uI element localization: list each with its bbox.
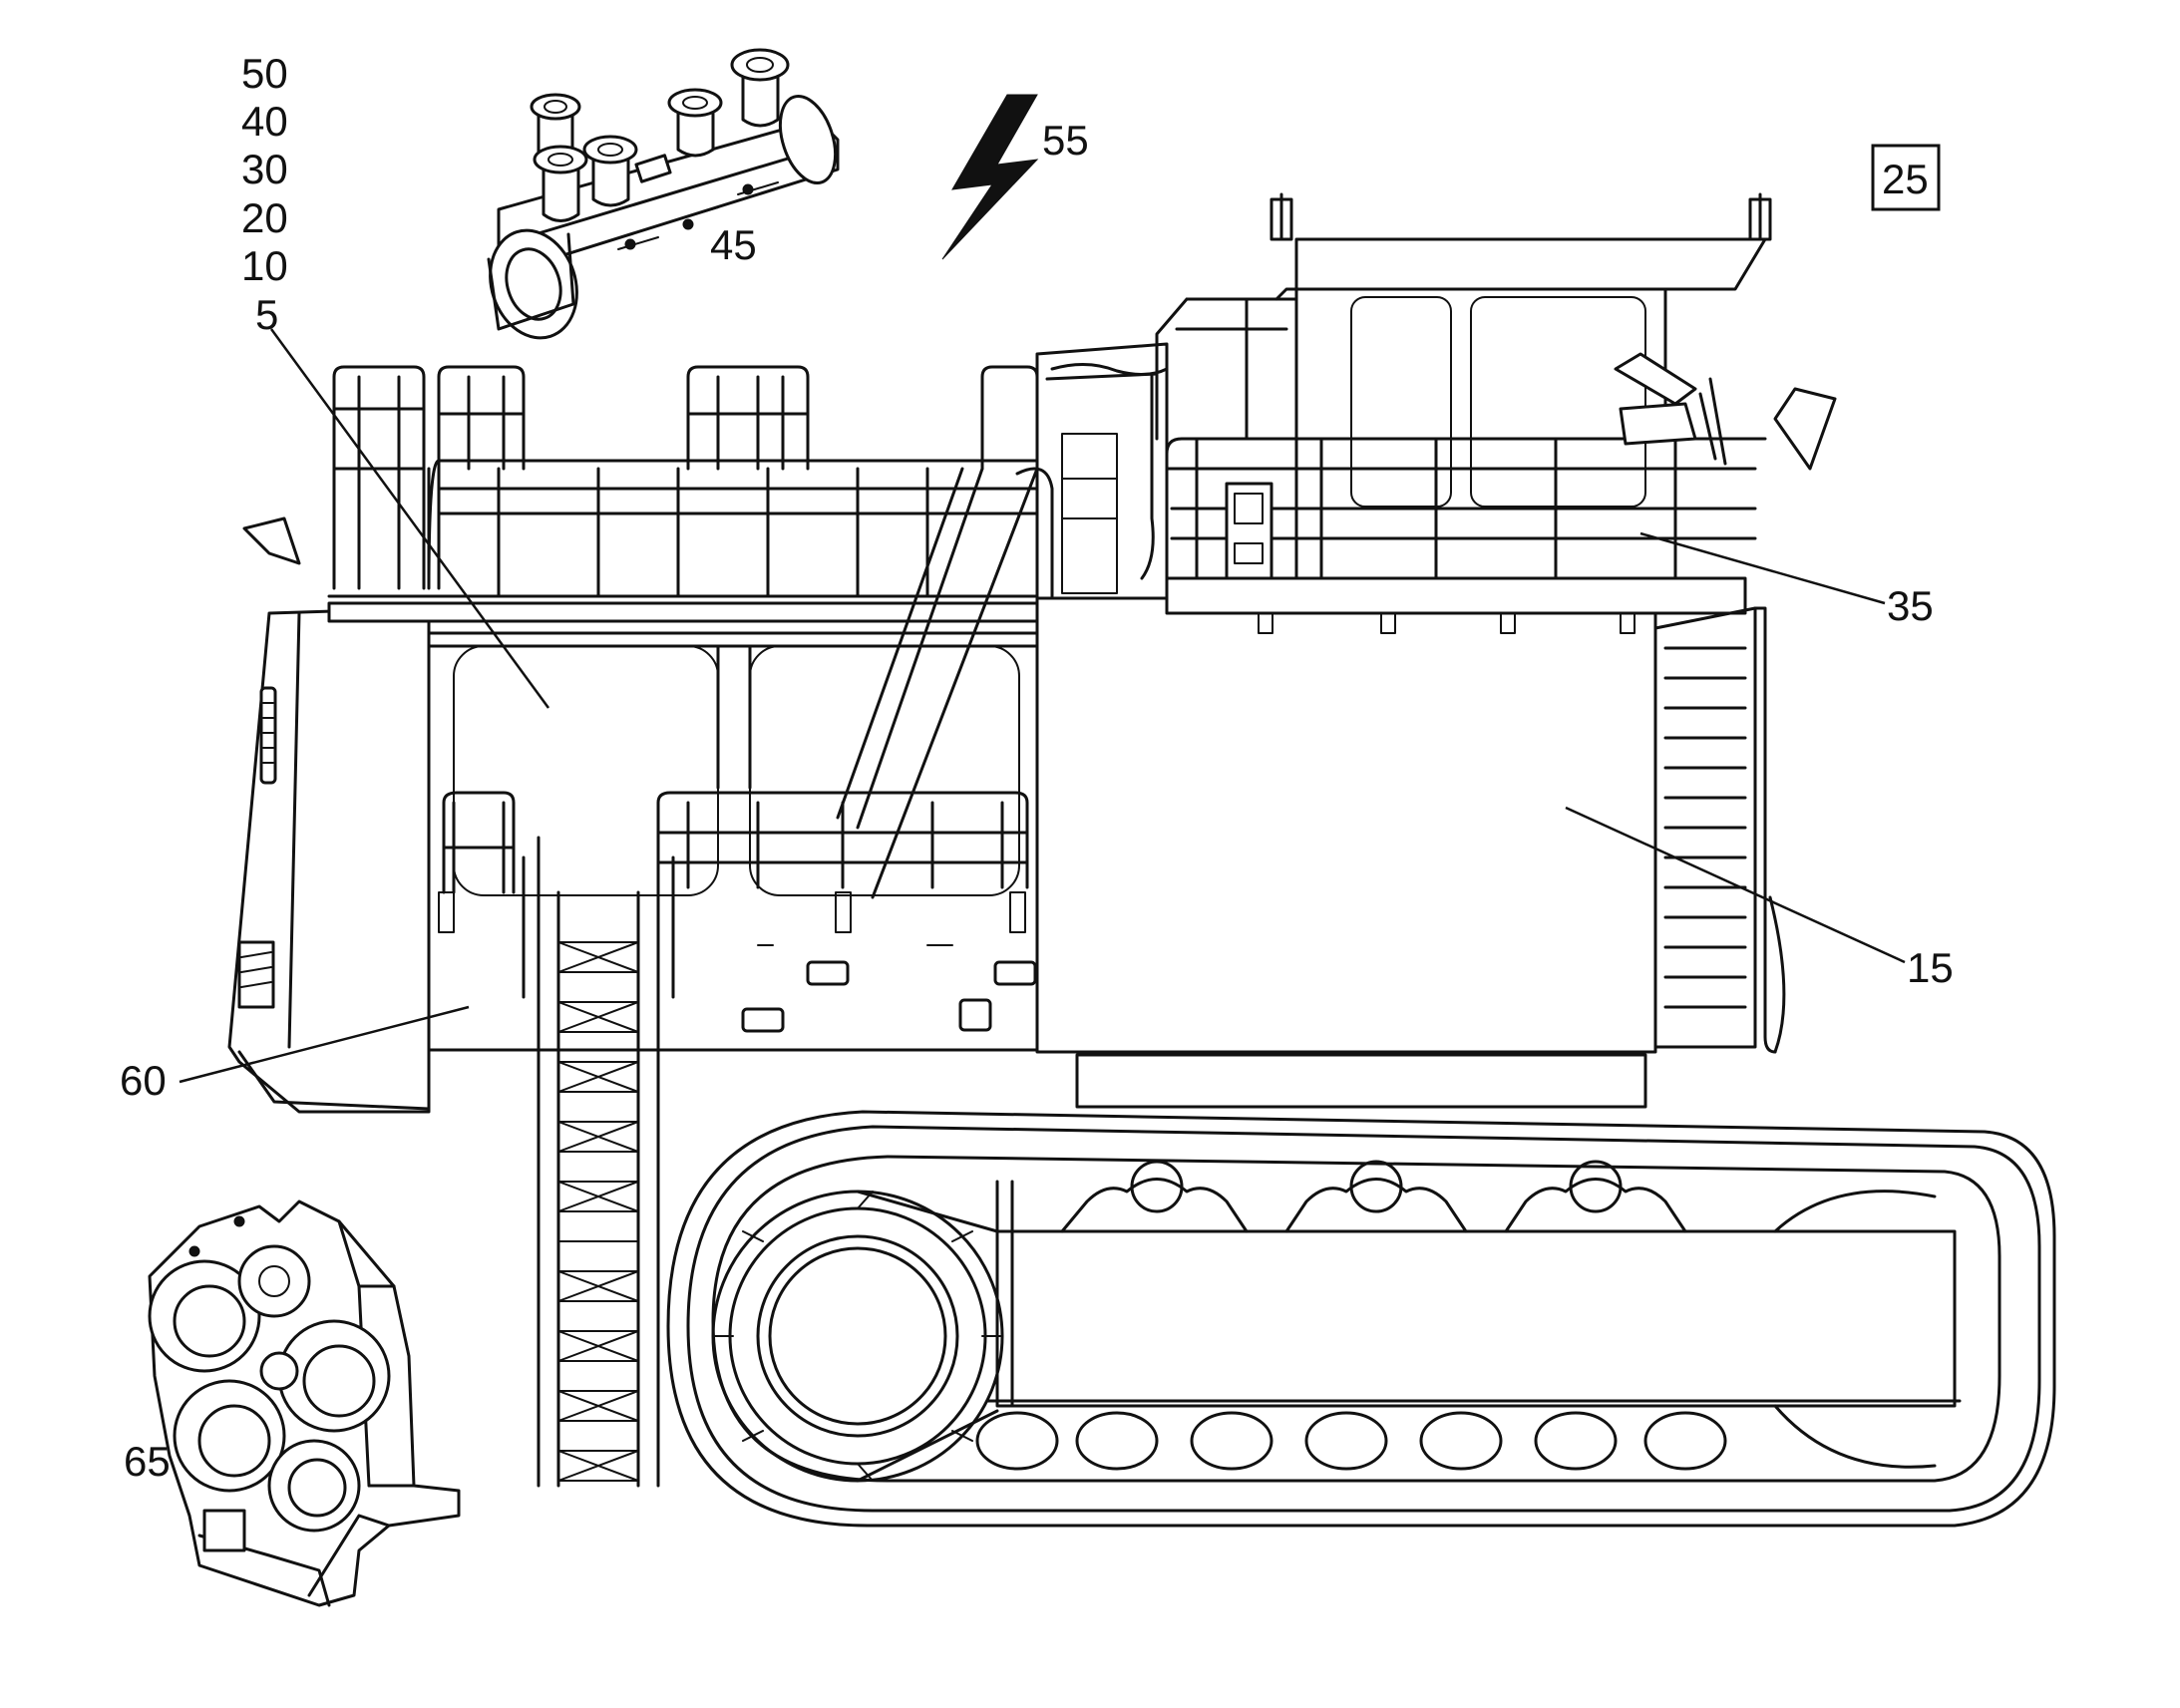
callout-55: 55 bbox=[1042, 117, 1089, 164]
callout-15: 15 bbox=[1907, 944, 1954, 991]
callout-35: 35 bbox=[1887, 582, 1934, 629]
access-ladder-drawing bbox=[522, 836, 675, 1488]
gearbox-drawing bbox=[148, 1199, 461, 1607]
leader-lines bbox=[179, 328, 1906, 1084]
callout-50: 50 bbox=[241, 50, 288, 97]
callout-65: 65 bbox=[124, 1438, 171, 1485]
figure-code-label: 25 bbox=[1882, 156, 1929, 202]
callout-45: 45 bbox=[710, 221, 757, 268]
callout-40: 40 bbox=[241, 98, 288, 145]
upper-structure-drawing bbox=[227, 192, 1837, 1114]
callout-20: 20 bbox=[241, 194, 288, 241]
hydraulic-manifold-drawing bbox=[487, 48, 840, 340]
callout-labels: 50 40 30 20 10 5 45 55 35 15 60 65 bbox=[120, 50, 1954, 1485]
crawler-track-drawing bbox=[666, 1110, 2056, 1528]
callout-30: 30 bbox=[241, 146, 288, 192]
callout-60: 60 bbox=[120, 1057, 167, 1104]
callout-10: 10 bbox=[241, 242, 288, 289]
figure-code-box: 25 bbox=[1871, 144, 1941, 211]
electrical-lightning-icon bbox=[941, 94, 1039, 260]
callout-5: 5 bbox=[255, 291, 278, 338]
